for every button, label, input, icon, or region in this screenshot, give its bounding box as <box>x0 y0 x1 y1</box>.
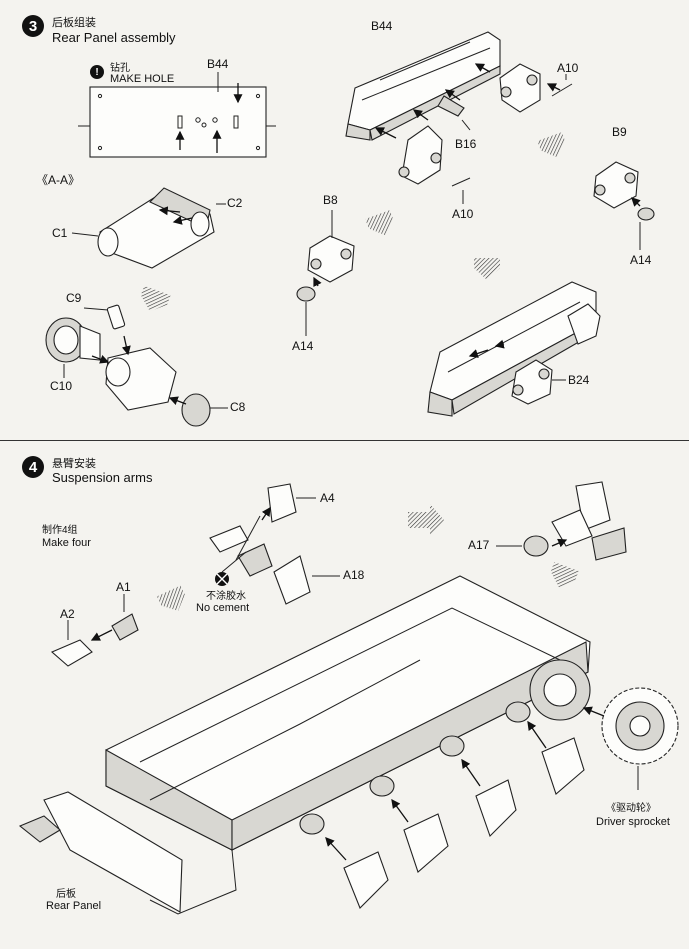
part-label-a4: A4 <box>320 491 335 505</box>
step-number-badge: 4 <box>22 456 44 478</box>
part-label-b8: B8 <box>323 193 338 207</box>
part-label-c9: C9 <box>66 291 82 305</box>
section-label-a-a: 《A-A》 <box>36 173 81 187</box>
make-four-note-cn: 制作4组 <box>42 525 78 536</box>
no-cement-icon <box>215 551 247 586</box>
step-title-en: Rear Panel assembly <box>52 30 176 45</box>
make-four-note-en: Make four <box>42 537 91 549</box>
step-title-cn: 悬臂安装 <box>52 458 96 470</box>
b9-a14-drawing <box>593 161 655 250</box>
b44-panel-drawing <box>345 31 573 204</box>
part-label-b16: B16 <box>455 137 477 151</box>
no-cement-note-en: No cement <box>196 602 250 614</box>
part-label-a1: A1 <box>116 580 131 594</box>
road-wheel-row <box>299 701 531 835</box>
part-label-c1: C1 <box>52 226 68 240</box>
part-label-b24: B24 <box>568 373 590 387</box>
step4-direction-arrows <box>156 504 579 611</box>
hull-drawing <box>18 575 591 915</box>
step-number-badge: 3 <box>22 15 44 37</box>
c9-c10-c8-drawing <box>45 304 228 427</box>
part-label-b44-drill: B44 <box>207 57 229 71</box>
no-cement-note-cn: 不涂胶水 <box>206 591 246 602</box>
part-label-b9: B9 <box>612 125 627 139</box>
make-hole-note-en: MAKE HOLE <box>110 73 175 85</box>
section-divider <box>0 440 689 441</box>
part-label-c2: C2 <box>227 196 243 210</box>
bogie-arrows <box>325 720 547 861</box>
b44-drill-template <box>78 72 276 158</box>
attention-icon: ! <box>90 65 104 79</box>
part-label-a18: A18 <box>343 568 365 582</box>
driver-sprocket-label-cn: 《驱动轮》 <box>606 803 656 814</box>
make-hole-note-cn: 钻孔 <box>110 63 130 74</box>
rear-panel-label-en: Rear Panel <box>46 900 102 912</box>
part-label-a10-mid: A10 <box>452 207 474 221</box>
part-label-a10-top: A10 <box>557 61 579 75</box>
step3-direction-arrows <box>140 132 566 312</box>
c1-c2-drawing <box>71 187 226 269</box>
suspension-arm-row <box>343 737 585 909</box>
part-label-a14-right: A14 <box>630 253 652 267</box>
driver-sprocket-label-en: Driver sprocket <box>596 816 670 828</box>
step-title-en: Suspension arms <box>52 470 153 485</box>
part-label-c10: C10 <box>50 379 73 393</box>
suspension-subassembly-drawing <box>50 481 627 667</box>
part-label-a17: A17 <box>468 538 490 552</box>
part-label-b44: B44 <box>371 19 393 33</box>
rear-panel-label-cn: 后板 <box>56 889 76 900</box>
b8-a14-drawing <box>296 210 355 336</box>
part-label-a14-left: A14 <box>292 339 314 353</box>
part-label-c8: C8 <box>230 400 246 414</box>
step-title-cn: 后板组装 <box>52 17 96 29</box>
part-label-a2: A2 <box>60 607 75 621</box>
driver-sprocket-drawing <box>582 687 679 790</box>
assembled-rear-panel <box>427 281 601 417</box>
